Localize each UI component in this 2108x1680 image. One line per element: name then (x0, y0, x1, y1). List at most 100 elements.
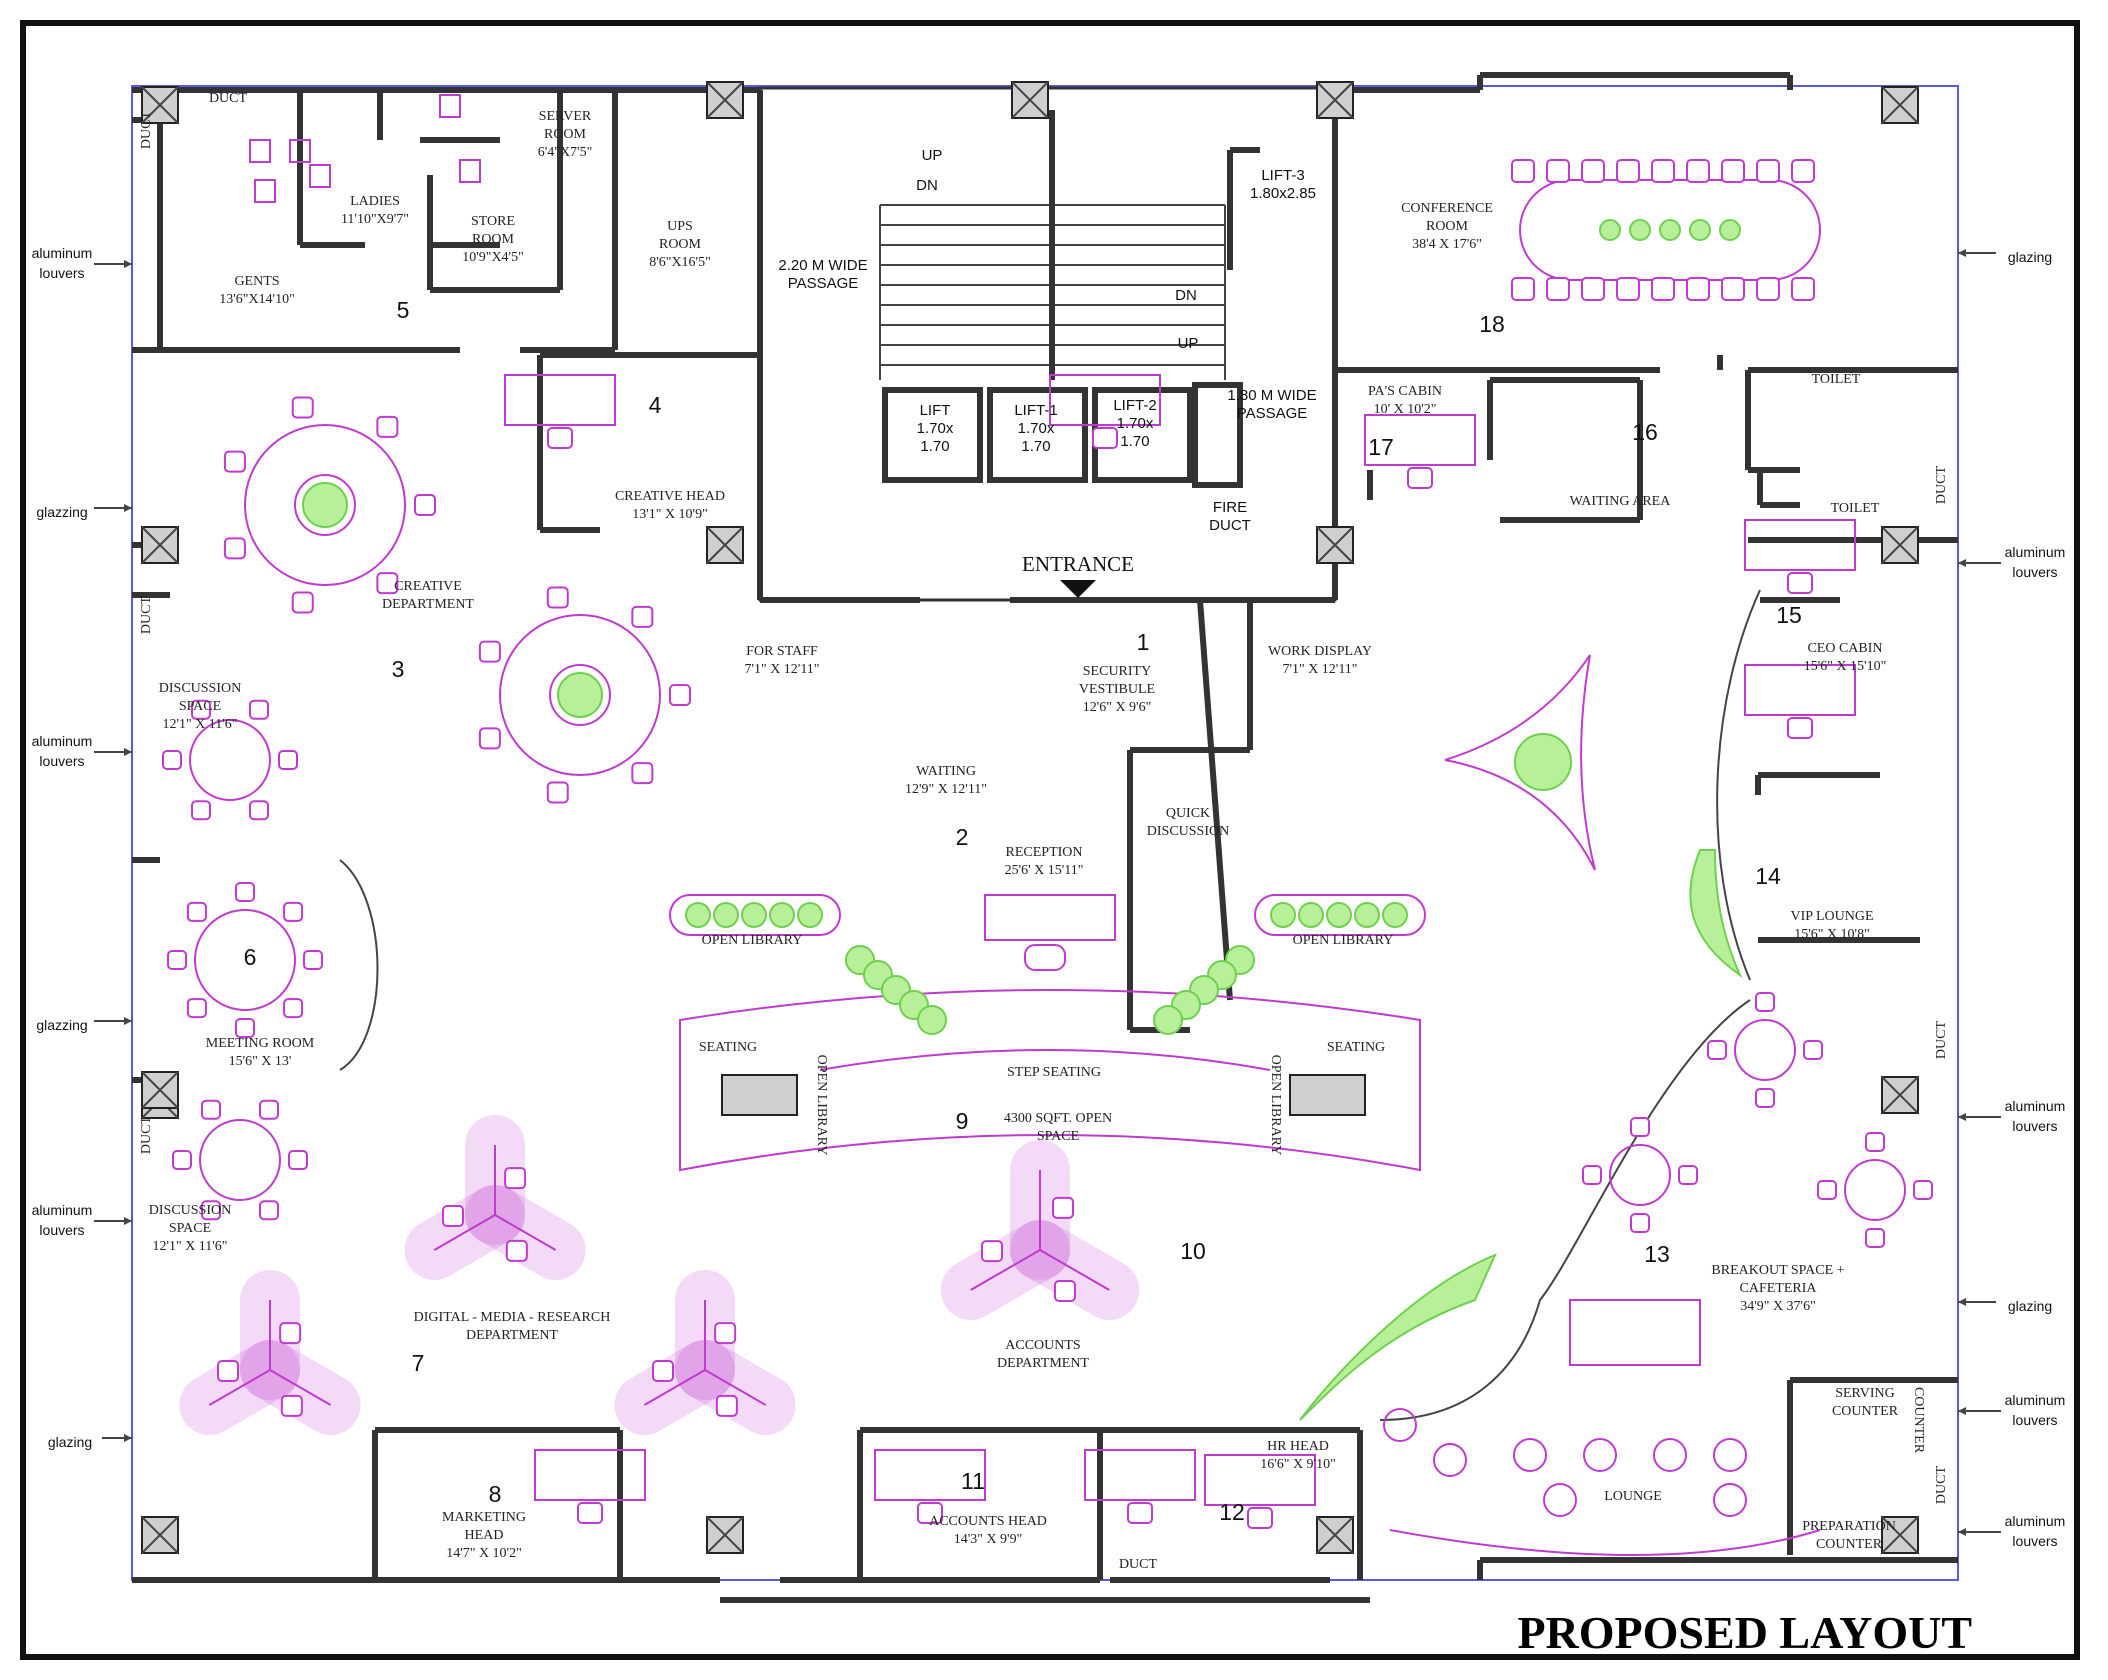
column-cross (1881, 1516, 1919, 1554)
chair (714, 1322, 737, 1345)
facade-label-line: louvers (39, 1222, 84, 1238)
chair (186, 998, 207, 1019)
room-label-line: 13'6"X14'10" (219, 292, 295, 307)
facade-label: glazzing (36, 1017, 132, 1033)
chair (631, 762, 654, 785)
room-label-line: MEETING ROOM (206, 1036, 315, 1051)
lift-shaft (1192, 382, 1243, 488)
chair (223, 537, 246, 560)
chair (291, 591, 314, 614)
room-label-line: OPEN LIBRARY (702, 933, 803, 948)
chair (235, 882, 255, 902)
chair (442, 1204, 465, 1227)
chair (546, 781, 569, 804)
chair (1052, 1196, 1075, 1219)
drawing-title: PROPOSED LAYOUT (1517, 1607, 1972, 1658)
plant-icon (1719, 219, 1741, 241)
room-label-line: 8'6"X16'5" (649, 255, 711, 270)
table (1734, 1019, 1796, 1081)
facade-labels: aluminumlouversglazzingaluminumlouversgl… (32, 245, 2066, 1549)
room-label-line: WAITING AREA (1570, 494, 1672, 509)
desk (874, 1449, 986, 1501)
room-label-seating1: SEATING (699, 1040, 757, 1055)
arrow-head-icon (124, 1217, 132, 1225)
duct-label: DUCT (139, 1116, 154, 1155)
room-label-line: ROOM (1426, 219, 1469, 234)
desk (1204, 1454, 1316, 1506)
column-cross (1881, 526, 1919, 564)
ceo-curve (1716, 589, 1761, 981)
desk-arm-edge (1039, 1249, 1110, 1291)
chair (259, 1099, 279, 1120)
room-label-quick: QUICK DISCUSSION (1147, 806, 1229, 839)
columns (141, 81, 1919, 1554)
arrow-head-icon (124, 260, 132, 268)
chair (283, 998, 304, 1019)
library-shelf (1254, 894, 1426, 936)
room-label-line: LIFT (920, 402, 951, 419)
cafeteria-curve (1379, 999, 1751, 1421)
chair (669, 684, 691, 706)
step-seating (679, 989, 1421, 1172)
zone-number: 16 (1632, 419, 1658, 445)
chair (1546, 159, 1570, 183)
room-label-lift3: LIFT-31.80x2.85 (1250, 167, 1316, 202)
arrow-head-icon (1958, 1407, 1966, 1415)
facade-label-line: louvers (39, 265, 84, 281)
toilet-fixture (309, 164, 331, 188)
facade-label-line: aluminum (2005, 1098, 2066, 1114)
chair (1787, 572, 1813, 594)
room-label-line: STORE (471, 214, 515, 229)
chair (1721, 277, 1745, 301)
column-cross (141, 86, 179, 124)
room-label-line: TOILET (1812, 372, 1861, 387)
chair (167, 950, 187, 970)
room-label-line: DISCUSSION (1147, 824, 1229, 839)
zone-number: 6 (244, 944, 257, 970)
chair (288, 1150, 308, 1170)
room-label-line: 11'10"X9'7" (341, 212, 409, 227)
room-label-line: PREPARATION (1802, 1519, 1896, 1534)
workstation-cluster (940, 1140, 1140, 1320)
planter-bed (1299, 1253, 1497, 1421)
plant-icon (1689, 219, 1711, 241)
chair (249, 800, 269, 821)
lift-shaft (882, 387, 983, 483)
room-label-line: CREATIVE (394, 579, 462, 594)
room-label-line: 1.70 (1120, 433, 1149, 450)
zone-number: 15 (1776, 602, 1802, 628)
room-label-toilet1: TOILET (1812, 372, 1861, 387)
arrow-head-icon (124, 504, 132, 512)
plant-icon (1326, 902, 1352, 928)
column-cross (1316, 1516, 1354, 1554)
room-label-line: DISCUSSION (159, 681, 241, 696)
zone-number: 13 (1644, 1241, 1670, 1267)
workstation-cluster (404, 1115, 586, 1280)
room-label-line: QUICK (1166, 806, 1210, 821)
room-label-line: MARKETING (442, 1510, 526, 1525)
room-label-line: SPACE (179, 699, 221, 714)
workstation-cluster (179, 1270, 361, 1435)
plant-icon (1382, 902, 1408, 928)
seating-block (1289, 1074, 1366, 1116)
plant-icon (557, 672, 603, 718)
facade-label: glazing (1958, 249, 2052, 265)
toilet-fixture (289, 139, 311, 163)
room-label-line: 15'6" X 10'8" (1794, 927, 1870, 942)
chair (376, 572, 399, 595)
chair (303, 950, 323, 970)
room-label-line: SECURITY (1083, 664, 1151, 679)
room-label-line: 15'6" X 15'10" (1804, 659, 1887, 674)
facade-label: glazing (48, 1434, 132, 1450)
room-label-line: WAITING (916, 764, 976, 779)
zone-number: 14 (1755, 863, 1781, 889)
desk (1084, 1449, 1196, 1501)
chair (1511, 277, 1535, 301)
room-label-line: FOR STAFF (746, 644, 818, 659)
chair (1630, 1213, 1650, 1233)
